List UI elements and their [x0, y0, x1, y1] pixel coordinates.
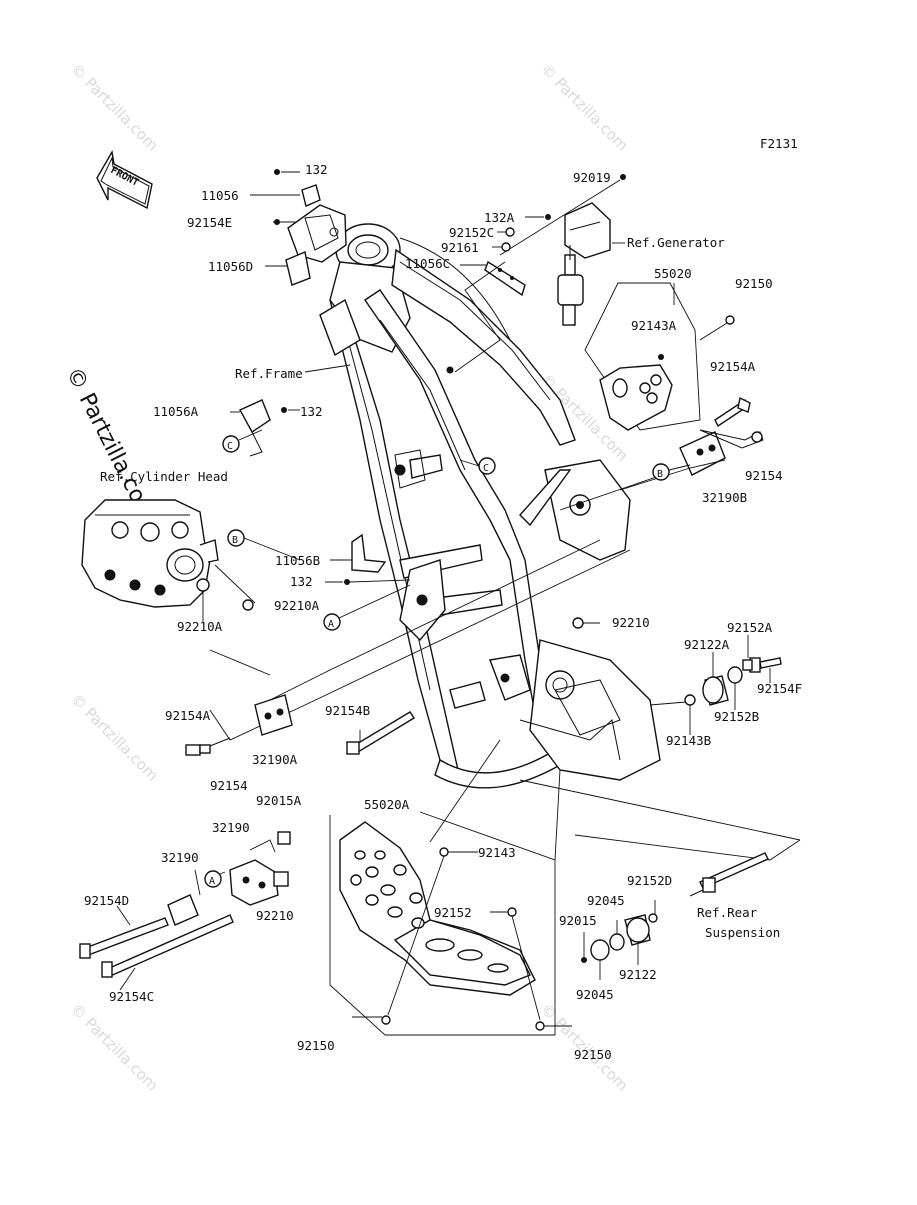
- label-92143A: 92143A: [631, 318, 677, 333]
- label-92150: 92150: [574, 1047, 612, 1062]
- label-32190: 32190: [161, 850, 199, 865]
- label-92143: 92143: [478, 845, 516, 860]
- left-mount-assembly: [185, 539, 631, 756]
- callout-b: B: [232, 535, 238, 546]
- label-92154F: 92154F: [757, 681, 802, 696]
- label-92154: 92154: [745, 468, 783, 483]
- label-11056A: 11056A: [153, 404, 199, 419]
- label-92154C: 92154C: [109, 989, 154, 1004]
- collar-assembly-right: [572, 617, 782, 735]
- label-ref-cylinder-head: Ref.Cylinder Head: [100, 469, 228, 484]
- callout-a: A: [328, 619, 334, 630]
- upper-bracket-assembly: [250, 169, 347, 286]
- label-92143B: 92143B: [666, 733, 711, 748]
- label-ref-generator: Ref.Generator: [627, 235, 725, 250]
- label-132A: 132A: [484, 210, 515, 225]
- watermark: © Partzilla.com: [537, 60, 632, 155]
- callout-c: C: [483, 463, 489, 474]
- label-92045: 92045: [587, 893, 625, 908]
- figure-code: F2131: [760, 136, 798, 151]
- label-132: 132: [290, 574, 313, 589]
- label-92122A: 92122A: [684, 637, 730, 652]
- label-55020: 55020: [654, 266, 692, 281]
- label-ref-rear: Ref.Rear: [697, 905, 758, 920]
- label-92154A: 92154A: [165, 708, 211, 723]
- front-arrow-icon: FRONT: [96, 149, 153, 210]
- frame-drawing: [319, 223, 661, 789]
- watermark: © Partzilla.com: [67, 60, 162, 155]
- label-92150: 92150: [735, 276, 773, 291]
- label-11056D: 11056D: [208, 259, 253, 274]
- label-132: 132: [300, 404, 323, 419]
- label-92122: 92122: [619, 967, 657, 982]
- label-132: 132: [305, 162, 328, 177]
- label-92210: 92210: [256, 908, 294, 923]
- guard-55020: [584, 282, 735, 431]
- label-92150: 92150: [297, 1038, 335, 1053]
- callout-a: A: [209, 876, 215, 887]
- label-92161: 92161: [441, 240, 479, 255]
- label-32190A: 32190A: [252, 752, 298, 767]
- lower-left-mount-assembly: [79, 831, 291, 991]
- generator-assembly: [454, 174, 626, 373]
- watermark: © Partzilla.com: [67, 1000, 162, 1095]
- callout-markers: C C B B A A: [204, 364, 691, 888]
- part-labels: 132 11056 92154E 11056D 92019 132A 92152…: [84, 162, 802, 1062]
- label-92210: 92210: [612, 615, 650, 630]
- label-11056B: 11056B: [275, 553, 320, 568]
- label-suspension: Suspension: [705, 925, 780, 940]
- label-92210A: 92210A: [274, 598, 320, 613]
- callout-c: C: [227, 441, 233, 452]
- label-92154A: 92154A: [710, 359, 756, 374]
- bracket-11056B: [325, 533, 411, 585]
- watermark: © Partzilla.com: [67, 690, 162, 785]
- label-92152B: 92152B: [714, 709, 759, 724]
- label-11056: 11056: [201, 188, 239, 203]
- label-32190B: 32190B: [702, 490, 747, 505]
- label-92154E: 92154E: [187, 215, 232, 230]
- label-92154D: 92154D: [84, 893, 129, 908]
- cylinder-head-drawing: [81, 499, 271, 676]
- label-92152C: 92152C: [449, 225, 494, 240]
- skid-plate-55020A: [329, 739, 801, 1036]
- label-92152D: 92152D: [627, 873, 672, 888]
- label-92045: 92045: [576, 987, 614, 1002]
- callout-b: B: [657, 469, 663, 480]
- mount-bracket-32190B: [559, 396, 764, 511]
- label-92154B: 92154B: [325, 703, 370, 718]
- label-92152: 92152: [434, 905, 472, 920]
- label-55020A: 55020A: [364, 797, 410, 812]
- rear-suspension-parts: [574, 834, 801, 980]
- bracket-11056A: [230, 399, 300, 457]
- label-92019: 92019: [573, 170, 611, 185]
- label-92015A: 92015A: [256, 793, 302, 808]
- label-92015: 92015: [559, 913, 597, 928]
- label-32190: 32190: [212, 820, 250, 835]
- label-92152A: 92152A: [727, 620, 773, 635]
- label-ref-frame: Ref.Frame: [235, 366, 303, 381]
- label-92154: 92154: [210, 778, 248, 793]
- label-92210A: 92210A: [177, 619, 223, 634]
- label-11056C: 11056C: [405, 256, 450, 271]
